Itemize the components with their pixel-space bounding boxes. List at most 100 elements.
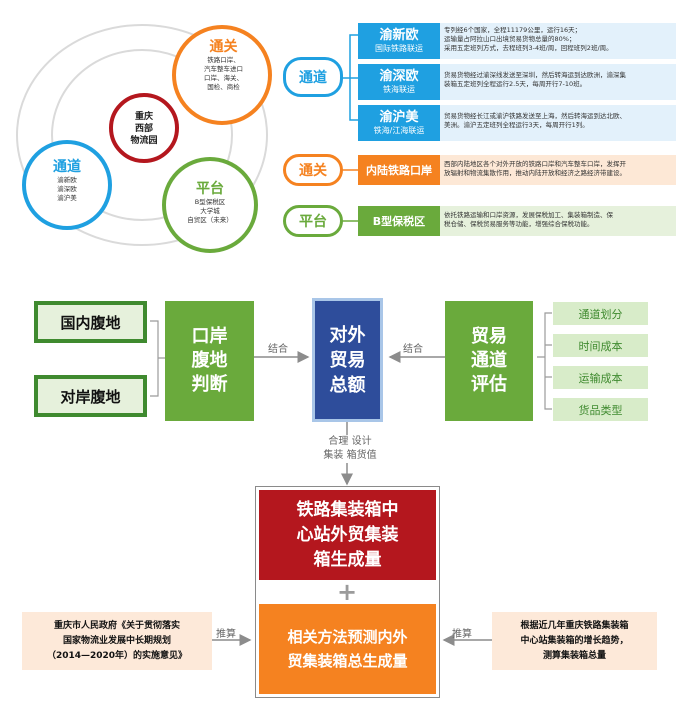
yuhumei-desc-1: 贸易货物经长江或渝沪铁路发送至上海，然后转海运到达北欧、 — [444, 112, 626, 120]
venn-tongdao-line-1: 渝新欧 — [57, 176, 77, 184]
port-judge-line-2: 腹地 — [191, 350, 228, 371]
bonded-desc-1: 依托铁路运输和口岸资源，发展保税加工、集装箱制造、保 — [444, 211, 613, 219]
venn-tonguan-line-2: 汽车整车进口 — [204, 65, 243, 73]
center-line-1: 重庆 — [134, 112, 153, 122]
center-line-2: 西部 — [134, 124, 153, 134]
pingtai-circle — [162, 157, 258, 253]
right-note-line-1: 根据近几年重庆铁路集装箱 — [520, 620, 629, 631]
venn-pingtai-line-3: 自贸区（未来） — [187, 216, 233, 224]
venn-pingtai-line-1: B型保税区 — [194, 198, 226, 206]
yuxinou-desc-3: 采用五定班列方式，去程班列3-4班/周，回程班列2班/周。 — [444, 44, 613, 52]
center-circle — [109, 93, 179, 163]
total-line-1: 对外 — [329, 324, 366, 346]
plus-sign: + — [336, 578, 358, 606]
orange-line-1: 相关方法预测内外 — [287, 628, 408, 646]
venn-tonguan-title: 通关 — [209, 39, 238, 55]
outer-ring-1 — [16, 24, 268, 246]
total-container-forecast-box: 相关方法预测内外 贸集装箱总生成量 — [259, 604, 436, 694]
table-row-inland-port: 内陆铁路口岸 — [358, 155, 440, 185]
tonguan-circle — [172, 25, 272, 125]
eval-line-2: 通道 — [471, 350, 507, 371]
venn-tonguan: 通关 铁路口岸、 汽车整车进口 口岸、海关、 国检、商检 — [186, 38, 261, 92]
venn-pingtai-title: 平台 — [196, 181, 224, 197]
reasonable-line-2: 集装 箱货值 — [323, 450, 377, 461]
push-right-label: 推算 — [452, 629, 472, 640]
total-line-2: 贸易 — [329, 349, 366, 371]
left-note-line-3: （2014—2020年）的实施意见》 — [46, 650, 188, 661]
table-pingtai-label: 平台 — [283, 205, 343, 237]
eval-line-1: 贸易 — [471, 326, 507, 347]
outer-ring-2 — [51, 49, 233, 221]
right-note-line-3: 测算集装箱总量 — [542, 650, 606, 661]
table-row-yushenou: 渝深欧 铁海联运 — [358, 64, 440, 100]
orange-line-2: 贸集装箱总生成量 — [287, 652, 408, 670]
factor-transport-cost: 运输成本 — [553, 366, 648, 389]
factor-goods-type: 货品类型 — [553, 398, 648, 421]
center-line-3: 物流园 — [130, 136, 158, 146]
factor-time-cost: 时间成本 — [553, 334, 648, 357]
yuxinou-desc: 专列经6个国家，全程11179公里，运行16天； 运输量占阿拉山口出境贸易货物总… — [440, 23, 676, 59]
factor-channel-division: 通道划分 — [553, 302, 648, 325]
trade-channel-eval-box: 贸易 通道 评估 — [445, 301, 533, 421]
table-tonguan-label: 通关 — [283, 154, 343, 186]
inland-port-desc: 西部内陆地区各个对外开放的铁路口岸和汽车整车口岸，发挥开 放辐射和物流集散作用，… — [440, 155, 676, 185]
yuxinou-desc-1: 专列经6个国家，全程11179公里，运行16天； — [444, 26, 582, 34]
inland-port-desc-1: 西部内陆地区各个对外开放的铁路口岸和汽车整车口岸，发挥开 — [444, 160, 626, 168]
port-hinterland-judge-box: 口岸 腹地 判断 — [165, 301, 254, 421]
yuhumei-desc-2: 美洲。渝沪五定班列全程运行3天，每周开行1列。 — [444, 121, 589, 129]
table-row-yuxinou: 渝新欧 国际铁路联运 — [358, 23, 440, 59]
right-source-note: 根据近几年重庆铁路集装箱 中心站集装箱的增长趋势， 测算集装箱总量 — [492, 612, 657, 670]
right-table-connectors — [342, 34, 360, 222]
total-line-3: 总额 — [329, 374, 366, 396]
venn-tonguan-line-3: 口岸、海关、 — [204, 74, 243, 82]
table-row-bonded: B型保税区 — [358, 206, 440, 236]
red-line-3: 箱生成量 — [313, 549, 382, 570]
left-note-line-2: 国家物流业发展中长期规划 — [62, 635, 171, 646]
left-note-line-1: 重庆市人民政府《关于贯彻落实 — [53, 620, 180, 631]
right-note-line-2: 中心站集装箱的增长趋势， — [520, 635, 629, 646]
venn-tongdao-line-2: 渝深欧 — [57, 185, 77, 193]
rail-container-volume-box: 铁路集装箱中 心站外贸集装 箱生成量 — [259, 490, 436, 580]
table-tongdao-label: 通道 — [283, 57, 343, 97]
yuxinou-desc-2: 运输量占阿拉山口出境贸易货物总量的80%； — [444, 35, 576, 43]
yuhumei-title: 渝沪美 — [379, 110, 419, 125]
venn-tongdao: 通道 渝新欧 渝深欧 渝沪美 — [36, 158, 98, 203]
bonded-desc: 依托铁路运输和口岸资源，发展保税加工、集装箱制造、保 税仓储、保税贸易服务等功能… — [440, 206, 676, 236]
foreign-trade-total-box: 对外 贸易 总额 — [312, 298, 383, 422]
bonded-title: B型保税区 — [372, 215, 426, 228]
venn-diagram — [16, 24, 272, 253]
bonded-desc-2: 税仓储、保税贸易服务等功能，增强综合保税功能。 — [444, 220, 594, 228]
yushenou-title: 渝深欧 — [379, 69, 419, 84]
venn-tongdao-line-3: 渝沪美 — [57, 194, 77, 202]
yushenou-sub: 铁海联运 — [383, 85, 415, 94]
push-left-label: 推算 — [216, 629, 236, 640]
eval-line-3: 评估 — [471, 374, 507, 395]
combine-left-label: 结合 — [268, 344, 288, 355]
yuhumei-desc: 贸易货物经长江或渝沪铁路发送至上海，然后转海运到达北欧、 美洲。渝沪五定班列全程… — [440, 105, 676, 141]
opposite-hinterland-box: 对岸腹地 — [34, 375, 147, 417]
table-row-yuhumei: 渝沪美 铁海/江海联运 — [358, 105, 440, 141]
venn-tonguan-line-4: 国检、商检 — [207, 83, 240, 91]
red-line-2: 心站外贸集装 — [296, 524, 399, 545]
domestic-hinterland-box: 国内腹地 — [34, 301, 147, 343]
venn-pingtai-line-2: 大学城 — [200, 207, 220, 215]
yushenou-desc: 货易货物经过渝深线发送至深圳，然后转海运到达欧洲，渝深集 装箱五定班列全程运行2… — [440, 64, 676, 100]
tongdao-circle — [22, 140, 112, 230]
reasonable-design-label: 合理 设计 集装 箱货值 — [300, 435, 400, 463]
yuxinou-title: 渝新欧 — [379, 28, 419, 43]
port-judge-line-3: 判断 — [191, 374, 228, 395]
yuhumei-sub: 铁海/江海联运 — [373, 126, 425, 135]
yushenou-desc-1: 货易货物经过渝深线发送至深圳，然后转海运到达欧洲，渝深集 — [444, 71, 626, 79]
port-judge-line-1: 口岸 — [191, 326, 228, 347]
reasonable-line-1: 合理 设计 — [328, 436, 372, 447]
combine-right-label: 结合 — [403, 344, 423, 355]
yuxinou-sub: 国际铁路联运 — [375, 44, 423, 53]
inland-port-desc-2: 放辐射和物流集散作用，推动内陆开放和经济之路经济带建设。 — [444, 169, 626, 177]
venn-tongdao-title: 通道 — [53, 159, 81, 175]
venn-center-label: 重庆 西部 物流园 — [114, 104, 174, 154]
left-source-note: 重庆市人民政府《关于贯彻落实 国家物流业发展中长期规划 （2014—2020年）… — [22, 612, 212, 670]
venn-tonguan-line-1: 铁路口岸、 — [207, 56, 240, 64]
yushenou-desc-2: 装箱五定班列全程运行2.5天，每周开行7-10班。 — [444, 80, 587, 88]
venn-pingtai: 平台 B型保税区 大学城 自贸区（未来） — [176, 180, 244, 225]
